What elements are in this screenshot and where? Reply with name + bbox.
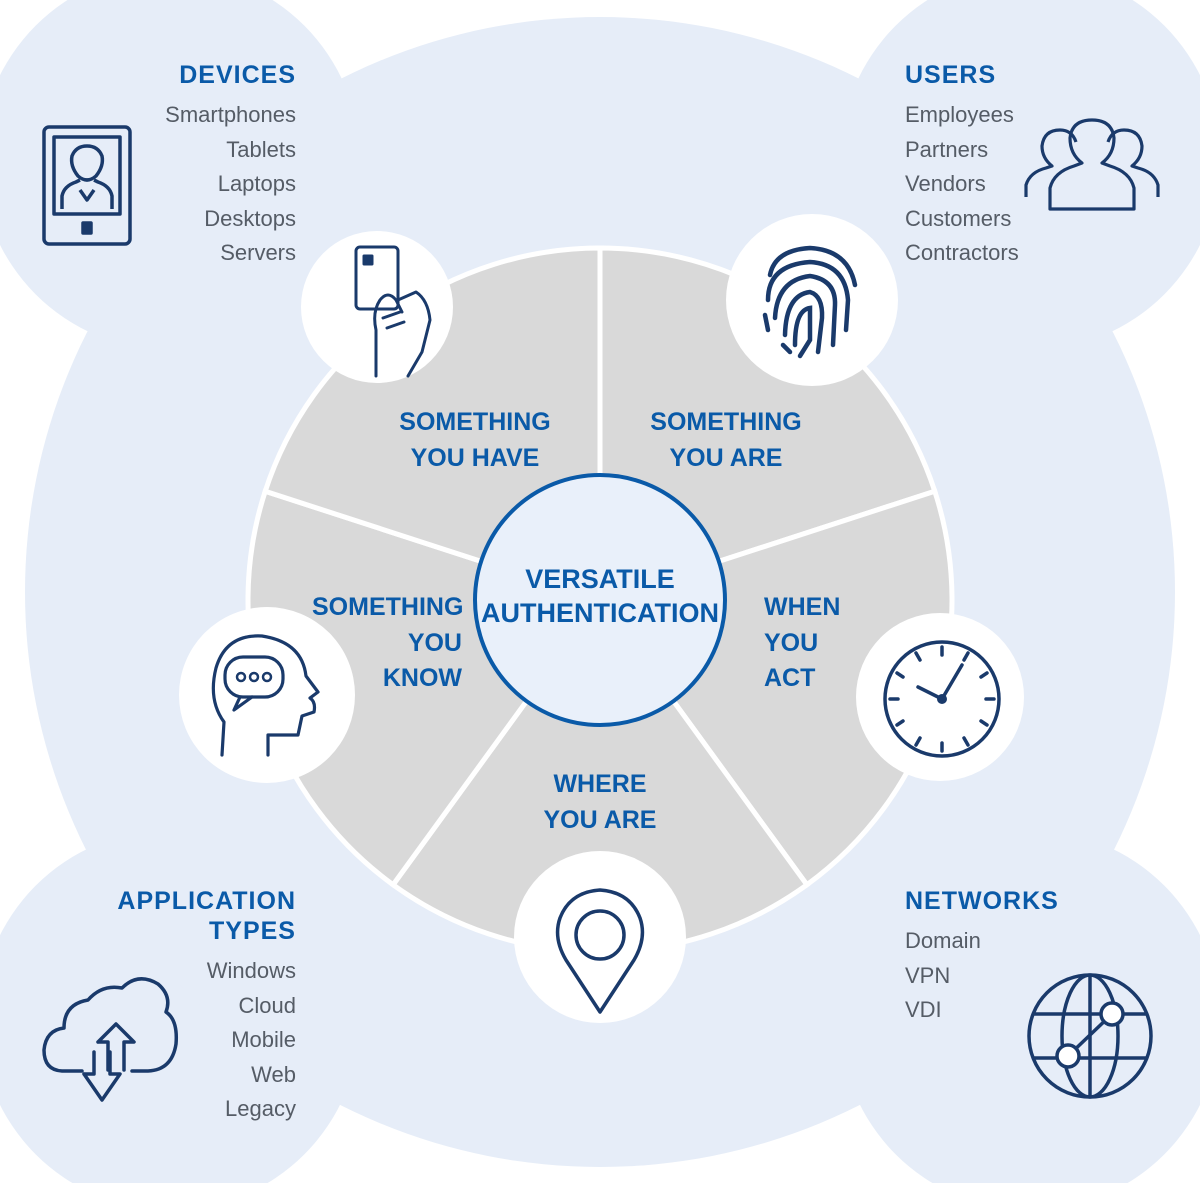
icon-circle-are (726, 214, 898, 386)
icon-circle-have (301, 231, 453, 383)
users-item: Partners (905, 136, 989, 162)
icon-circle-where (514, 851, 686, 1023)
devices-title: DEVICES (179, 61, 296, 89)
devices-block: DEVICES Smartphones Tablets Laptops Desk… (100, 60, 296, 271)
networks-item: VDI (905, 997, 942, 1022)
apps-item: Mobile (231, 1027, 296, 1052)
icon-circle-know (179, 607, 355, 783)
apps-block: APPLICATION TYPES Windows Cloud Mobile W… (60, 886, 296, 1127)
users-block: USERS Employees Partners Vendors Custome… (905, 60, 1105, 271)
networks-block: NETWORKS Domain VPN VDI (905, 886, 1105, 1028)
apps-item: Cloud (238, 992, 296, 1018)
users-group-icon (1024, 118, 1160, 211)
users-item: Vendors (905, 171, 986, 196)
apps-item: Windows (206, 958, 296, 983)
devices-item: Tablets (226, 136, 296, 162)
tablet-icon (42, 125, 132, 246)
segment-label-where: WHERE YOU ARE (543, 770, 657, 834)
center-line-1: VERSATILE (525, 564, 675, 594)
clock-icon (883, 640, 1001, 758)
devices-item: Desktops (204, 205, 296, 231)
users-item: Employees (905, 102, 1014, 127)
devices-item: Servers (220, 240, 296, 265)
apps-item: Legacy (225, 1096, 296, 1121)
users-item: Contractors (905, 240, 1019, 265)
segment-label-have: SOMETHING YOU HAVE (399, 408, 551, 472)
fingerprint-icon (762, 245, 858, 359)
card-hand-icon (354, 245, 432, 378)
users-item: Customers (905, 205, 1012, 231)
networks-item: Domain (905, 928, 981, 953)
location-pin-icon (555, 888, 645, 1014)
segment-label-act: WHEN YOU ACT (764, 593, 841, 692)
network-node-1 (1099, 1001, 1125, 1027)
cloud-sync-icon (42, 977, 179, 1102)
devices-item: Laptops (217, 171, 296, 196)
center-label: VERSATILE AUTHENTICATION (478, 562, 722, 630)
apps-title: APPLICATION (117, 887, 296, 915)
segment-ring (245, 245, 955, 955)
center-line-2: AUTHENTICATION (481, 598, 719, 628)
devices-item: Smartphones (165, 102, 296, 127)
network-node-2 (1055, 1043, 1081, 1069)
networks-title: NETWORKS (905, 887, 1059, 915)
head-thought-icon (211, 634, 320, 757)
icon-circle-act (856, 613, 1024, 781)
users-title: USERS (905, 61, 997, 89)
apps-title: TYPES (209, 917, 296, 945)
globe-network-icon (1027, 973, 1153, 1099)
segment-label-know: SOMETHING YOU KNOW (312, 593, 464, 692)
apps-item: Web (251, 1061, 296, 1087)
center-circle (473, 473, 727, 727)
networks-item: VPN (905, 962, 951, 988)
segment-label-are: SOMETHING YOU ARE (650, 408, 802, 472)
